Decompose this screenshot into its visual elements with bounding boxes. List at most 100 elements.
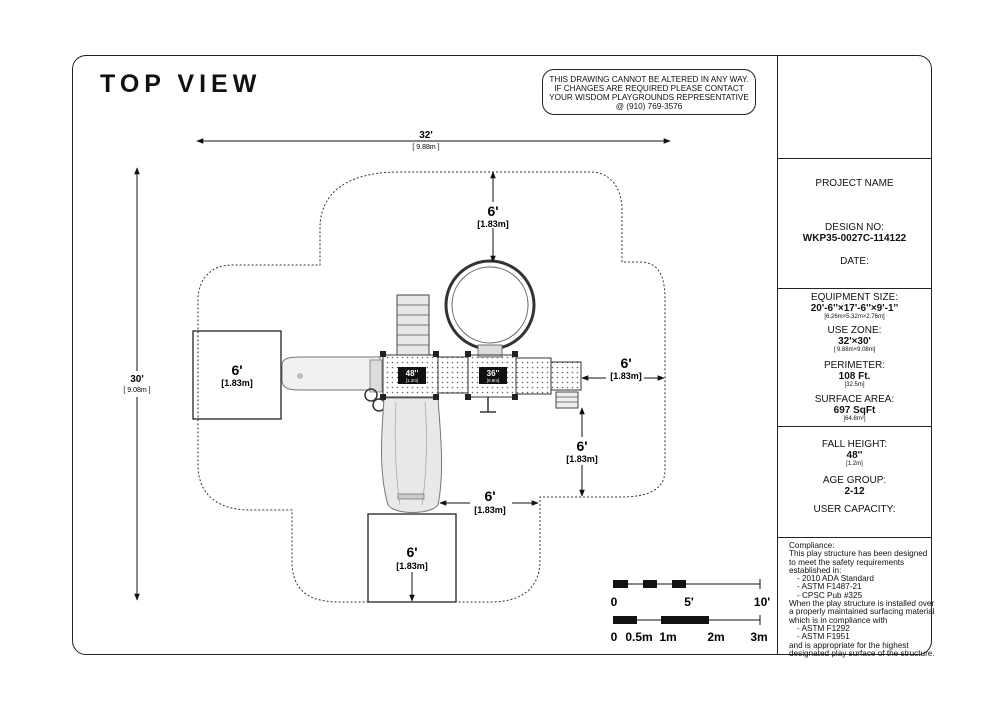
perimeter-value: 108 Ft. [838, 371, 871, 382]
post [512, 351, 518, 357]
slide-exit [397, 493, 425, 500]
scale-m-label: 3m [750, 630, 767, 644]
post [433, 394, 439, 400]
perimeter-metric: [32.5m] [844, 382, 865, 388]
perimeter-label: PERIMETER: [823, 360, 886, 371]
dimension-zone-ft: 6' [231, 362, 242, 378]
age-group-block: AGE GROUP: 2-12 [777, 475, 932, 497]
compliance-text: established in: [789, 565, 842, 575]
post [380, 394, 386, 400]
scale-bar-m-segment [613, 616, 637, 624]
panel-divider [777, 426, 932, 427]
user-capacity-label: USER CAPACITY: [813, 504, 896, 515]
dimension-zone-ft: 6' [487, 203, 498, 219]
compliance-text: a properly maintained surfacing material [789, 607, 935, 617]
project-name-block: PROJECT NAME [777, 178, 932, 189]
dimension-zone-m: [1.83m] [610, 371, 642, 381]
dimension-zone-ft: 6' [484, 488, 495, 504]
title-block-panel [777, 55, 932, 655]
dimension-zone-ft: 6' [576, 438, 587, 454]
post [380, 351, 386, 357]
compliance-standard: - ASTM F1487-21 [797, 582, 862, 592]
equipment-size-value: 20'-6''×17'-6''×9'-1'' [810, 303, 899, 314]
compliance-heading: Compliance: [789, 541, 835, 550]
slide-detail [297, 373, 303, 379]
compliance-text: which is in compliance with [789, 615, 888, 625]
user-capacity-block: USER CAPACITY: [777, 504, 932, 515]
crawl-tube-inner [451, 266, 529, 344]
compliance-text: to meet the safety requirements [789, 557, 905, 567]
use-zone-label: USE ZONE: [827, 325, 882, 336]
use-zone-value: 32'×30' [838, 336, 871, 347]
deck-height-badge [479, 367, 507, 384]
dimension-zone-m: [1.83m] [566, 454, 598, 464]
age-group-value: 2-12 [844, 486, 865, 497]
dimension-zone-ft: 6' [620, 355, 631, 371]
scale-ft-label: 10' [754, 595, 770, 609]
compliance-text: and is appropriate for the highest [789, 640, 909, 650]
platform-right [515, 357, 552, 395]
slide-left [281, 356, 381, 391]
deck-height-label: 36'' [487, 369, 500, 378]
use-zone-block: USE ZONE: 32'×30' [ 9.88m×9.08m] [777, 325, 932, 353]
panel-divider [777, 158, 932, 159]
scale-m-label: 2m [707, 630, 724, 644]
notice-line: @ (910) 769-3576 [615, 102, 683, 111]
scale-m-label: 0.5m [625, 630, 652, 644]
age-group-label: AGE GROUP: [822, 475, 887, 486]
surface-area-label: SURFACE AREA: [814, 394, 895, 405]
scale-bar-ft-segment [613, 580, 628, 588]
dimension-height-m: [ 9.08m ] [123, 387, 150, 394]
use-zone-box-bottom [367, 513, 457, 603]
dimension-zone-ft: 6' [406, 544, 417, 560]
compliance-standard: - CPSC Pub #325 [797, 590, 863, 600]
steering-wheel-icon [364, 388, 378, 402]
post [465, 394, 471, 400]
fall-height-label: FALL HEIGHT: [821, 439, 888, 450]
bridge [437, 356, 469, 394]
compliance-block: Compliance: This play structure has been… [789, 541, 935, 658]
step-ladder [555, 391, 579, 409]
scale-ft-label: 5' [684, 595, 694, 609]
surface-area-block: SURFACE AREA: 697 SqFt [64.8m²] [777, 394, 932, 422]
slide-detail [369, 359, 383, 393]
dimension-zone-m: [1.83m] [477, 219, 509, 229]
deck-height-metric: [0.9m] [487, 378, 500, 383]
design-no-label: DESIGN NO: [825, 222, 884, 233]
deck-height-metric: [1.2m] [406, 378, 419, 383]
drawing-title: TOP VIEW [100, 70, 262, 98]
scale-bar-ft-segment [643, 580, 657, 588]
design-no-value: WKP35-0027C-114122 [802, 233, 907, 244]
compliance-text: This play structure has been designed [789, 549, 928, 559]
fall-height-value: 48'' [846, 450, 863, 461]
drawing-sheet-border [72, 55, 932, 655]
dimension-zone-m: [1.83m] [221, 378, 253, 388]
post [512, 394, 518, 400]
compliance-standard: - ASTM F1292 [797, 623, 850, 633]
notice-line: YOUR WISDOM PLAYGROUNDS REPRESENTATIVE [549, 93, 749, 102]
deck-height-badge [398, 367, 426, 384]
use-zone-outline [197, 171, 666, 603]
scale-bar-m-segment [661, 616, 709, 624]
equipment-size-block: EQUIPMENT SIZE: 20'-6''×17'-6''×9'-1'' [… [777, 292, 932, 320]
scale-m-label: 1m [659, 630, 676, 644]
compliance-standard: - ASTM F1951 [797, 632, 850, 642]
step-platform [550, 361, 582, 391]
scale-bar-ft-segment [672, 580, 686, 588]
post [465, 351, 471, 357]
perimeter-block: PERIMETER: 108 Ft. [32.5m] [777, 360, 932, 388]
surface-area-metric: [64.8m²] [843, 416, 866, 422]
scale-ft-label: 0 [611, 595, 618, 609]
panel-divider [777, 288, 932, 289]
equipment-size-label: EQUIPMENT SIZE: [810, 292, 899, 303]
compliance-text: designated play surface of the structure… [789, 648, 935, 658]
dimension-width-ft: 32' [419, 130, 433, 141]
crawl-tube [444, 259, 536, 351]
project-name-label: PROJECT NAME [815, 178, 894, 189]
panel-divider [777, 537, 932, 538]
date-label: DATE: [840, 256, 869, 267]
equipment-size-metric: [6.26m×5.32m×2.76m] [824, 314, 885, 320]
use-zone-box-left [192, 330, 282, 420]
design-no-block: DESIGN NO: WKP35-0027C-114122 DATE: [777, 222, 932, 267]
